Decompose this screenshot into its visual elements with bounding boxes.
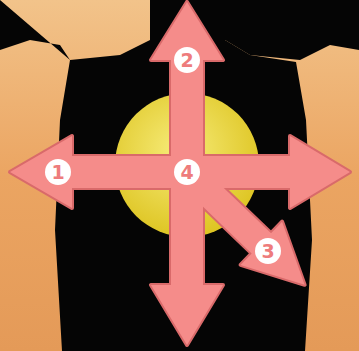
callout-number: 3 [255, 238, 281, 264]
arrows [10, 2, 350, 345]
callout-number: 2 [174, 47, 200, 73]
callout-number: 4 [174, 159, 200, 185]
diagonal-arrow [166, 150, 325, 306]
vertical-arrow [151, 2, 223, 345]
arrow-outline [10, 2, 350, 345]
callout-number: 1 [45, 159, 71, 185]
raised-arm [225, 0, 359, 60]
